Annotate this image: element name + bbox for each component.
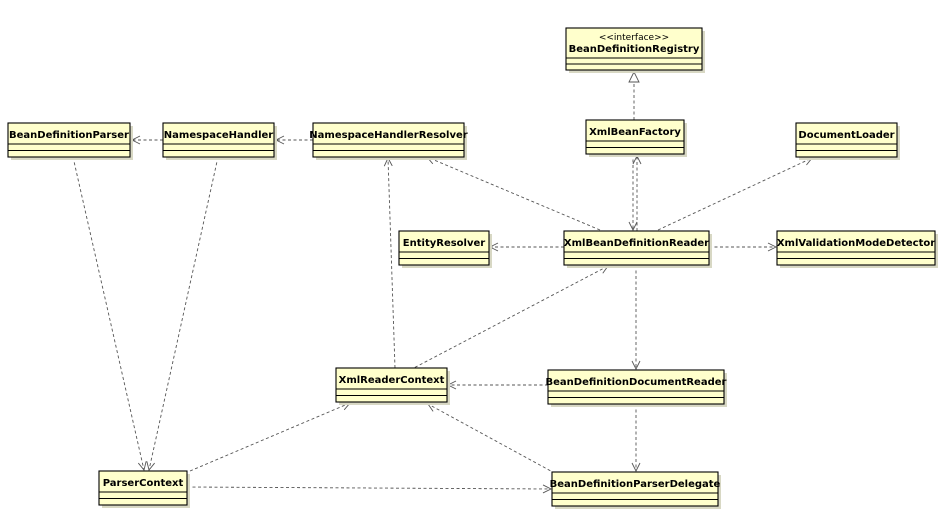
class-box-nsresolver[interactable]: NamespaceHandlerResolver <box>309 122 468 160</box>
dependency-line <box>72 156 145 471</box>
class-name: NamespaceHandler <box>164 130 273 141</box>
class-rect <box>551 471 719 507</box>
class-stereotype: <<interface>> <box>599 33 669 43</box>
class-box-parserctx[interactable]: ParserContext <box>98 470 190 508</box>
dependency-arrowhead <box>542 484 553 494</box>
relation-nsresolver-to-nshandler <box>274 135 313 145</box>
class-box-xbf[interactable]: XmlBeanFactory <box>585 119 687 157</box>
class-name: ParserContext <box>103 478 184 489</box>
classes-layer: <<interface>>BeanDefinitionRegistryBeanD… <box>7 27 938 509</box>
realization-arrowhead <box>628 70 640 83</box>
dependency-line <box>426 156 601 231</box>
dependency-line <box>427 403 561 477</box>
relation-xrc-to-nsresolver <box>383 156 396 369</box>
relation-xbdr-to-docloader <box>657 157 813 231</box>
class-box-bddr[interactable]: BeanDefinitionDocumentReader <box>546 369 727 407</box>
dependency-line <box>657 157 813 231</box>
class-rect <box>7 122 131 158</box>
relation-parserctx-to-xrc <box>189 401 351 472</box>
class-name: BeanDefinitionRegistry <box>569 44 700 55</box>
relation-nshandler-to-parserctx <box>146 156 219 471</box>
relation-parserctx-to-bdpd <box>186 484 553 494</box>
class-rect <box>795 122 898 158</box>
relation-bddr-to-xrc <box>446 380 548 390</box>
class-box-registry[interactable]: <<interface>>BeanDefinitionRegistry <box>565 27 705 73</box>
class-box-bdparser[interactable]: BeanDefinitionParser <box>7 122 133 160</box>
dependency-line <box>387 157 396 369</box>
class-name: BeanDefinitionParser <box>9 130 129 141</box>
class-rect <box>585 119 685 155</box>
class-name: XmlValidationModeDetector <box>777 238 935 249</box>
class-rect <box>312 122 465 158</box>
class-name: BeanDefinitionParserDelegate <box>550 479 721 490</box>
class-name: XmlBeanFactory <box>589 127 681 138</box>
class-rect <box>398 230 490 266</box>
dependency-arrowhead <box>628 221 638 232</box>
class-name: XmlReaderContext <box>339 375 445 386</box>
class-name: DocumentLoader <box>798 130 894 141</box>
relation-xbf-to-xbdr <box>628 154 638 232</box>
dependency-arrowhead <box>146 461 155 471</box>
relation-xbdr-to-xbf <box>632 154 642 231</box>
relation-xbdr-to-nsresolver <box>426 155 601 231</box>
dependency-arrowhead <box>137 461 147 471</box>
dependency-line <box>148 156 219 471</box>
relation-xbdr-to-bddr <box>631 265 641 371</box>
class-rect <box>162 122 275 158</box>
class-rect <box>565 27 703 71</box>
dependency-line <box>189 402 351 472</box>
class-box-bdpd[interactable]: BeanDefinitionParserDelegate <box>550 471 721 509</box>
class-rect <box>563 230 710 266</box>
relation-xbf-to-registry <box>628 70 640 120</box>
relation-nshandler-to-bdparser <box>130 135 163 145</box>
dependency-arrowhead <box>631 462 641 473</box>
class-name: NamespaceHandlerResolver <box>309 130 467 141</box>
class-box-entity[interactable]: EntityResolver <box>398 230 492 268</box>
relation-bdpd-to-xrc <box>427 403 561 477</box>
dependency-arrowhead <box>767 242 778 252</box>
dependency-line <box>409 265 609 371</box>
class-box-xrc[interactable]: XmlReaderContext <box>335 367 450 405</box>
class-rect <box>547 369 725 405</box>
class-rect <box>776 230 936 266</box>
relation-xbdr-to-entity <box>488 242 564 252</box>
class-box-xbdr[interactable]: XmlBeanDefinitionReader <box>563 230 712 268</box>
relation-xrc-to-xbdr <box>409 265 609 371</box>
class-name: EntityResolver <box>403 238 485 249</box>
class-box-docloader[interactable]: DocumentLoader <box>795 122 900 160</box>
class-rect <box>335 367 448 403</box>
relation-bdparser-to-parserctx <box>72 156 147 471</box>
dependency-line <box>186 486 552 490</box>
class-box-nshandler[interactable]: NamespaceHandler <box>162 122 277 160</box>
relation-xbdr-to-xvmd <box>709 242 778 252</box>
relation-bddr-to-bdpd <box>631 404 641 473</box>
dependency-arrowhead <box>631 360 641 371</box>
class-name: BeanDefinitionDocumentReader <box>546 377 727 388</box>
class-box-xvmd[interactable]: XmlValidationModeDetector <box>776 230 938 268</box>
class-rect <box>98 470 188 506</box>
class-name: XmlBeanDefinitionReader <box>564 238 709 249</box>
